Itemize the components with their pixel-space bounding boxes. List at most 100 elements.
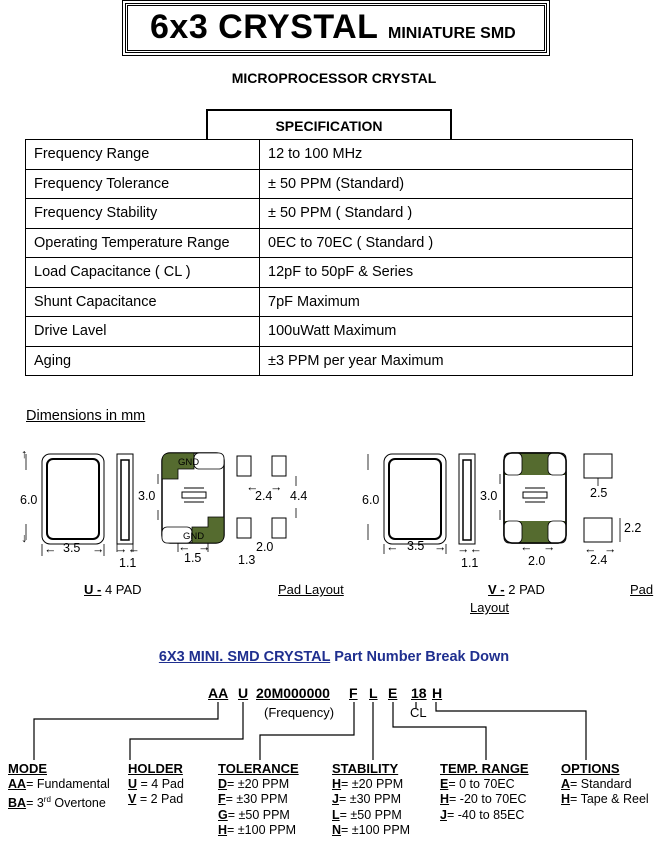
mode-heading: MODE	[8, 761, 47, 776]
mode-column: MODE AA= Fundamental BA= 3rd Overtone	[8, 761, 110, 812]
list-item: J= ±30 PPM	[332, 792, 402, 806]
table-row: Frequency Stability± 50 PPM ( Standard )	[25, 198, 633, 229]
svg-text:←: ←	[44, 542, 57, 556]
v-lay-width-label: 2.4	[590, 553, 607, 567]
svg-text:→: →	[543, 540, 556, 554]
spec-value: 7pF Maximum	[259, 286, 633, 317]
u-pad-height-label: 3.0	[138, 489, 155, 503]
dimension-drawings: ↑ ↓ 6.0 ← → 3.5 →← 1.1 GND GND 3.0 ← → 1	[20, 447, 641, 570]
table-row: Aging±3 PPM per year Maximum	[25, 345, 633, 376]
list-item: G= ±50 PPM	[218, 807, 290, 822]
list-item: H= ±100 PPM	[218, 823, 297, 837]
list-item: D= ±20 PPM	[218, 776, 290, 791]
v-pad-label-pad: Pad	[630, 582, 654, 597]
svg-text:←: ←	[178, 540, 191, 554]
v-height-label: 6.0	[362, 493, 379, 507]
spec-heading: SPECIFICATION	[206, 109, 452, 139]
list-item: BA= 3rd Overtone	[8, 795, 106, 811]
tolerance-heading: TOLERANCE	[218, 761, 299, 776]
svg-text:←: ←	[246, 480, 259, 494]
pn-code-u: U	[238, 685, 249, 701]
options-heading: OPTIONS	[561, 761, 620, 776]
v-side-view: →← 1.1	[457, 453, 482, 570]
svg-text:←: ←	[584, 542, 597, 556]
options-column: OPTIONS A= Standard H= Tape & Reel	[561, 761, 649, 808]
partnumber-title: 6X3 MINI. SMD CRYSTAL Part Number Break …	[158, 649, 510, 665]
spec-value: ± 50 PPM ( Standard )	[259, 198, 633, 229]
v-pad-layout: 2.5 2.2 ← → 2.4	[583, 453, 641, 567]
v-thick-label: 1.1	[461, 556, 478, 570]
v-top-view: 6.0 ← → 3.5	[362, 453, 447, 554]
spec-param: Operating Temperature Range	[25, 227, 260, 258]
spec-value: 12 to 100 MHz	[259, 139, 633, 170]
svg-text:→←: →←	[457, 542, 482, 556]
stability-column: STABILITY H= ±20 PPM J= ±30 PPM L= ±50 P…	[332, 761, 410, 839]
cl-label: CL	[410, 705, 427, 720]
v-width-label: 3.5	[407, 539, 424, 553]
pn-code-aa: AA	[208, 685, 229, 701]
list-item: J= -40 to 85EC	[440, 807, 525, 822]
spec-param: Drive Lavel	[25, 316, 260, 347]
pn-code-freq: 20M000000	[256, 685, 330, 701]
u-side-view: →← 1.1	[115, 453, 140, 570]
spec-value: ± 50 PPM (Standard)	[259, 168, 633, 199]
v-pad-height-label: 3.0	[480, 489, 497, 503]
spec-param: Frequency Tolerance	[25, 168, 260, 199]
pn-code-e: E	[388, 685, 398, 701]
gnd-bottom-label: GND	[183, 531, 204, 542]
svg-text:→: →	[604, 542, 617, 556]
spec-param: Frequency Stability	[25, 198, 260, 229]
spec-value: 0EC to 70EC ( Standard )	[259, 227, 633, 258]
u-lay-space-label: 1.3	[238, 553, 255, 567]
svg-text:←: ←	[520, 540, 533, 554]
pn-code-cl: 18	[411, 685, 427, 701]
temp-range-column: TEMP. RANGE E= 0 to 70EC H= -20 to 70EC …	[440, 761, 529, 823]
u-top-view: ↑ ↓ 6.0 ← → 3.5	[20, 447, 105, 556]
pn-code-h: H	[432, 685, 443, 701]
list-item: H= ±20 PPM	[332, 776, 404, 791]
spec-param: Shunt Capacitance	[25, 286, 260, 317]
pn-code-l: L	[369, 685, 378, 701]
list-item: N= ±100 PPM	[332, 823, 411, 837]
u-lay-width-label: 2.4	[255, 489, 272, 503]
v-layout-label: Layout	[470, 600, 510, 615]
v-lay-height-label: 2.2	[624, 521, 641, 535]
u-bottom-view: GND GND 3.0 ← → 1.5	[138, 452, 225, 565]
svg-text:→: →	[198, 540, 211, 554]
stability-heading: STABILITY	[332, 761, 399, 776]
spec-value: ±3 PPM per year Maximum	[259, 345, 633, 376]
table-row: Load Capacitance ( CL )12pF to 50pF & Se…	[25, 257, 633, 288]
svg-text:→: →	[92, 542, 105, 556]
v-pad-label: V - 2 PAD	[488, 582, 545, 597]
holder-column: HOLDER U = 4 Pad V = 2 Pad	[128, 761, 184, 808]
u-pad-layout-label: Pad Layout	[278, 582, 344, 597]
svg-text:↑: ↑	[21, 447, 27, 461]
list-item: U = 4 Pad	[128, 776, 184, 791]
u-thick-label: 1.1	[119, 556, 136, 570]
frequency-label: (Frequency)	[264, 705, 335, 720]
tolerance-column: TOLERANCE D= ±20 PPM F= ±30 PPM G= ±50 P…	[218, 761, 299, 839]
page-subtitle: MICROPROCESSOR CRYSTAL	[231, 70, 437, 86]
list-item: E= 0 to 70EC	[440, 776, 515, 791]
spec-param: Frequency Range	[25, 139, 260, 170]
pn-code-f: F	[349, 685, 358, 701]
spec-param: Aging	[25, 345, 260, 376]
list-item: L= ±50 PPM	[332, 807, 402, 822]
page-title: 6x3 CRYSTAL	[150, 8, 379, 46]
svg-text:→: →	[434, 540, 447, 554]
svg-text:→: →	[270, 480, 283, 494]
temp-range-heading: TEMP. RANGE	[440, 761, 529, 776]
holder-heading: HOLDER	[128, 761, 183, 776]
v-lay-top-label: 2.5	[590, 486, 607, 500]
u-pad-label: U - 4 PAD	[84, 582, 142, 597]
spec-value: 12pF to 50pF & Series	[259, 257, 633, 288]
u-height-label: 6.0	[20, 493, 37, 507]
list-item: V = 2 Pad	[128, 792, 184, 806]
spec-value: 100uWatt Maximum	[259, 316, 633, 347]
v-pad-width-label: 2.0	[528, 554, 545, 568]
list-item: A= Standard	[561, 776, 632, 791]
